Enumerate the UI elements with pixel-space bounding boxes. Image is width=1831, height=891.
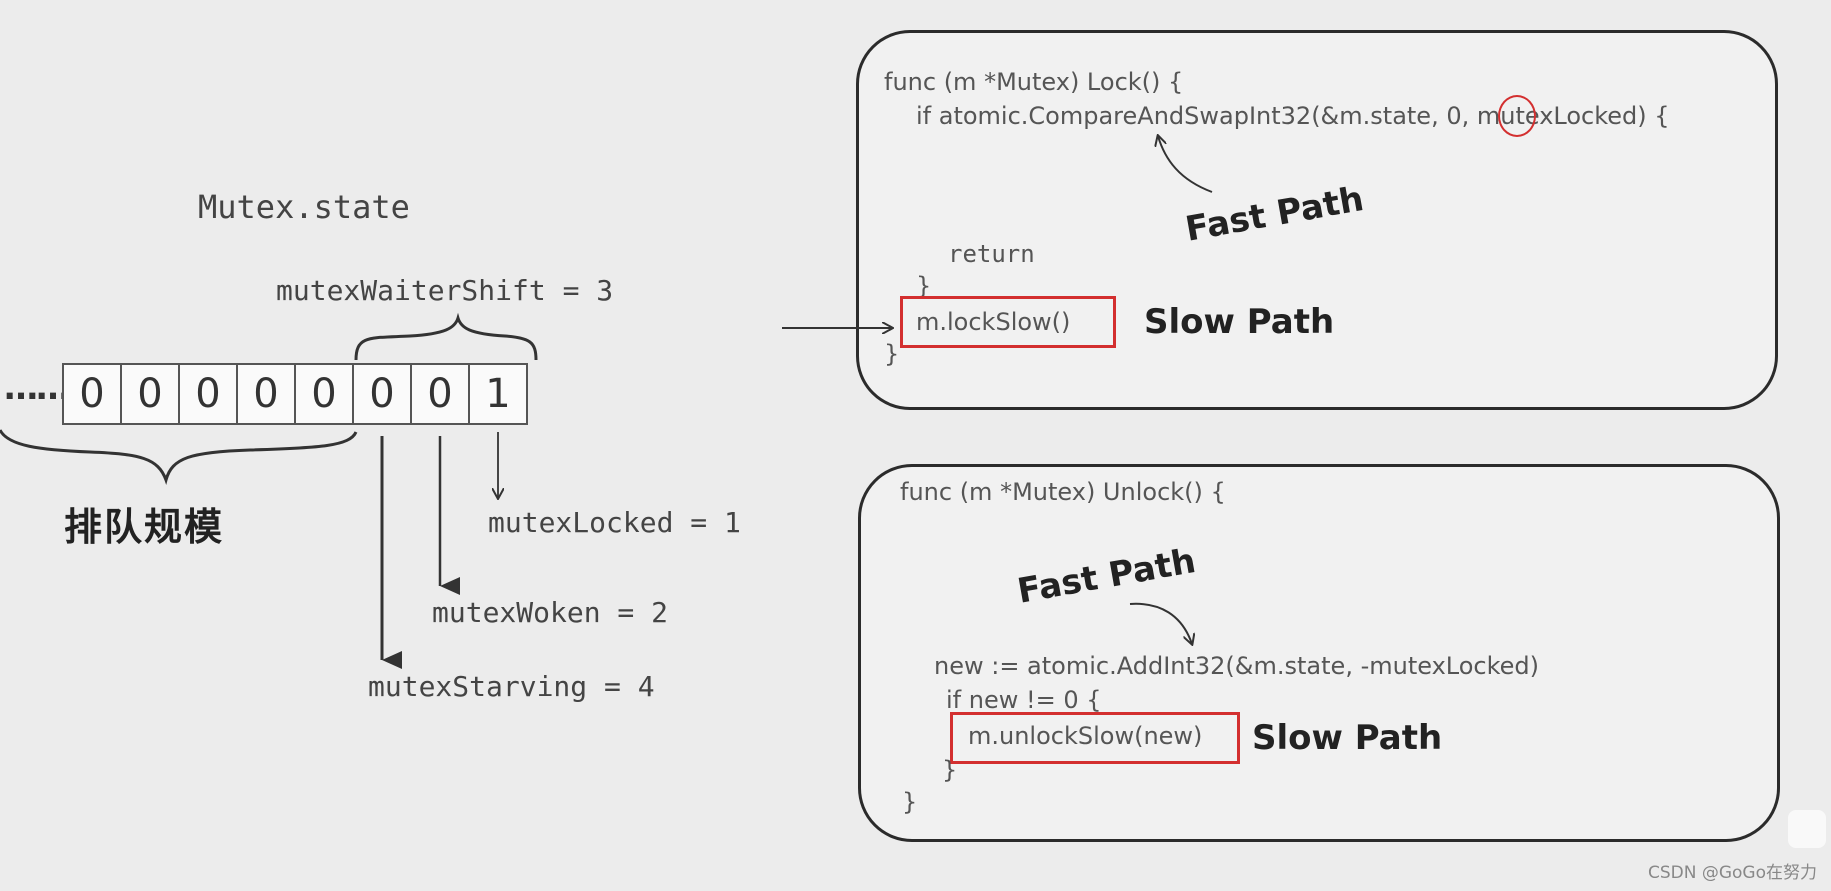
queue-size-brace [0,429,358,485]
lock-close-if: } [916,272,932,300]
bit-cell: 0 [354,365,412,423]
queue-size-label: 排队规模 [64,505,225,549]
lock-slow-highlight [900,296,1116,348]
lock-slow-call: m.lockSlow() [916,308,1071,336]
unlock-close-func: } [902,788,918,816]
unlock-slow-call: m.unlockSlow(new) [968,722,1203,750]
bit-cell: 0 [412,365,470,423]
bit-cell: 0 [296,365,354,423]
lock-func-signature: func (m *Mutex) Lock() { [884,68,1184,96]
leading-dots: …… [4,368,70,408]
cas-call-text: if atomic.CompareAndSwapInt32(&m.state [916,102,1432,130]
bit-cell: 0 [64,365,122,423]
waiter-shift-label: mutexWaiterShift = 3 [276,274,614,307]
unlock-slow-path-label: Slow Path [1252,718,1443,758]
cas-zero-arg: , 0, [1431,102,1470,130]
waiter-shift-brace [354,312,538,361]
bit-cell: 0 [238,365,296,423]
play-icon[interactable] [1788,810,1826,848]
unlock-add-line: new := atomic.AddInt32(&m.state, -mutexL… [934,652,1540,680]
lock-return: return [948,240,1035,268]
watermark: CSDN @GoGo在努力 [1647,863,1817,883]
unlock-fast-path-arrow [1129,602,1192,644]
zero-arg-highlight [1498,95,1536,137]
bit-cell: 0 [180,365,238,423]
unlock-code-box [858,464,1780,842]
unlock-slow-highlight [950,712,1240,764]
unlock-if-line: if new != 0 { [946,686,1102,714]
unlock-func-signature: func (m *Mutex) Unlock() { [900,478,1226,506]
unlock-close-if: } [942,756,958,784]
mutex-locked-label: mutexLocked = 1 [488,506,741,539]
lock-slow-path-label: Slow Path [1144,302,1335,342]
mutex-starving-label: mutexStarving = 4 [368,670,655,703]
lock-close-func: } [884,340,900,368]
lock-fast-path-arrow [1158,136,1213,193]
bit-cell: 0 [122,365,180,423]
bit-cell: 1 [485,371,511,417]
mutex-woken-label: mutexWoken = 2 [432,596,669,629]
mutex-state-title: Mutex.state [198,188,410,226]
state-bit-row: 0 0 0 0 0 0 0 1 [62,363,528,425]
